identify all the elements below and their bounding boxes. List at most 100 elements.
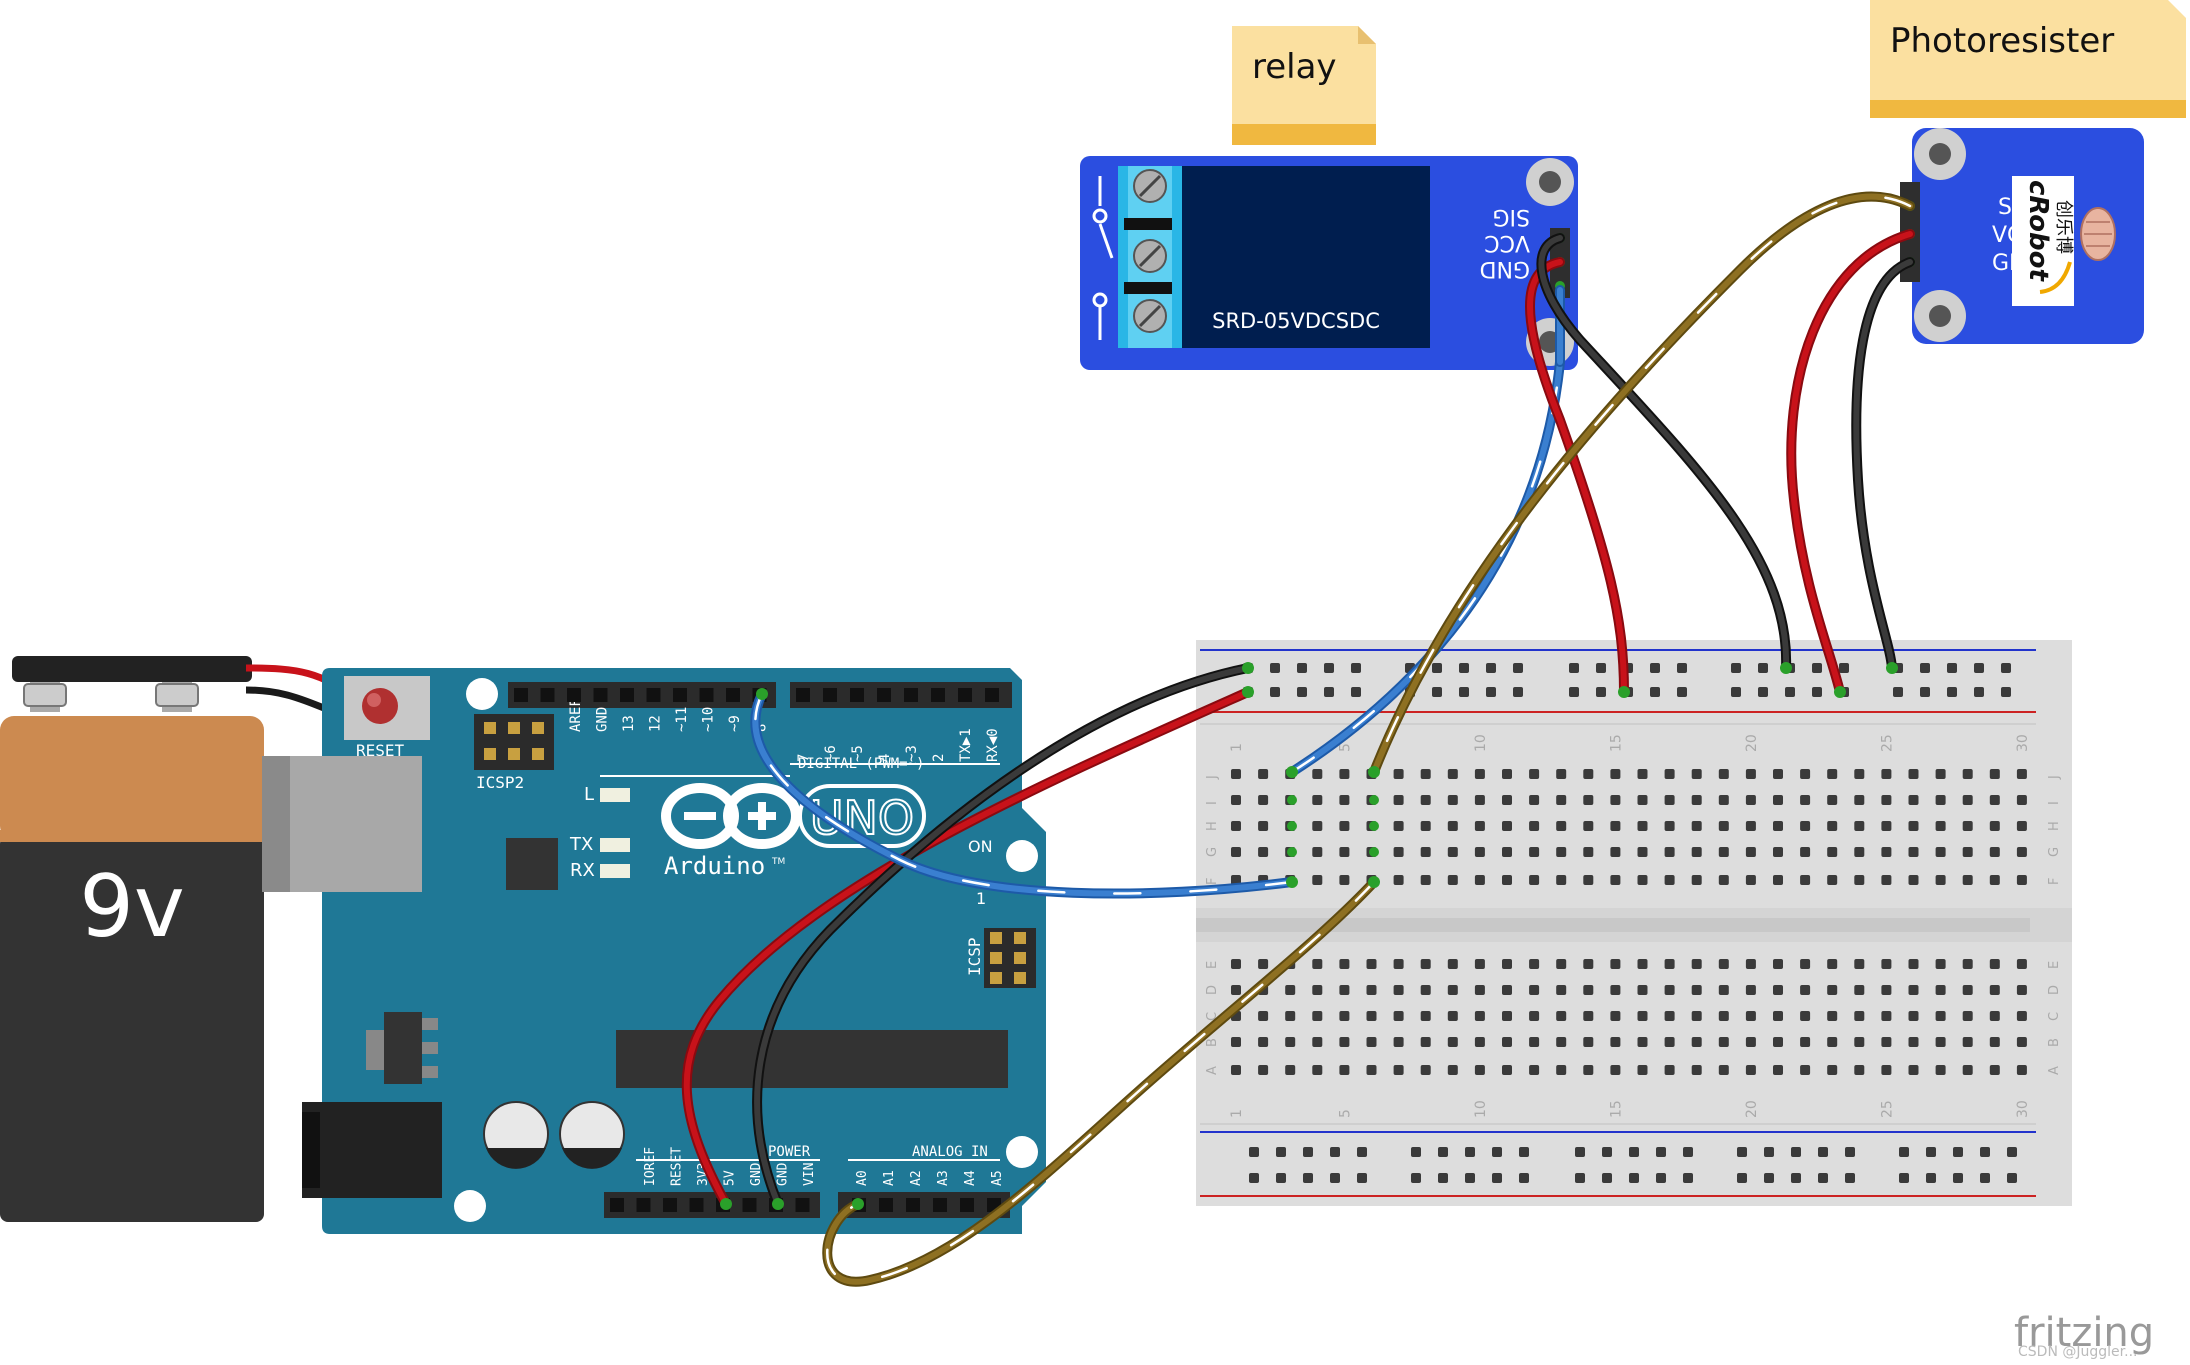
breadboard-hole[interactable] xyxy=(1420,875,1431,885)
header-pin[interactable] xyxy=(958,688,972,702)
breadboard-hole[interactable] xyxy=(1258,1037,1269,1047)
breadboard-hole[interactable] xyxy=(1664,959,1675,969)
breadboard-hole[interactable] xyxy=(1962,821,1973,831)
breadboard-hole[interactable] xyxy=(1745,1037,1756,1047)
breadboard-hole[interactable] xyxy=(1881,1037,1892,1047)
breadboard-hole[interactable] xyxy=(1285,1065,1296,1075)
breadboard-hole[interactable] xyxy=(1502,847,1512,857)
breadboard-hole[interactable] xyxy=(1854,795,1865,805)
breadboard-hole[interactable] xyxy=(1529,821,1540,831)
breadboard-hole[interactable] xyxy=(1745,959,1756,969)
breadboard-hole[interactable] xyxy=(1962,1065,1973,1075)
breadboard-hole[interactable] xyxy=(1827,1065,1838,1075)
breadboard-hole[interactable] xyxy=(1556,1037,1567,1047)
breadboard-hole[interactable] xyxy=(1989,959,2000,969)
breadboard-hole[interactable] xyxy=(1513,663,1523,673)
breadboard-hole[interactable] xyxy=(1800,1037,1811,1047)
breadboard-hole[interactable] xyxy=(1935,795,1946,805)
breadboard-hole[interactable] xyxy=(1974,687,1984,697)
breadboard-hole[interactable] xyxy=(1881,821,1892,831)
breadboard-hole[interactable] xyxy=(1664,1037,1675,1047)
breadboard-hole[interactable] xyxy=(1637,847,1648,857)
breadboard-hole[interactable] xyxy=(1324,687,1334,697)
breadboard-hole[interactable] xyxy=(1989,1065,2000,1075)
breadboard-hole[interactable] xyxy=(1935,1065,1946,1075)
breadboard-hole[interactable] xyxy=(1312,1037,1323,1047)
breadboard-hole[interactable] xyxy=(1474,847,1485,857)
breadboard-hole[interactable] xyxy=(1683,1173,1693,1183)
header-pin[interactable] xyxy=(663,1198,677,1212)
breadboard-hole[interactable] xyxy=(2016,847,2027,857)
header-pin[interactable] xyxy=(540,688,555,702)
breadboard-hole[interactable] xyxy=(1664,795,1675,805)
header-pin[interactable] xyxy=(850,688,864,702)
header-pin[interactable] xyxy=(877,688,891,702)
breadboard-hole[interactable] xyxy=(1637,821,1648,831)
breadboard-hole[interactable] xyxy=(1718,875,1729,885)
breadboard-hole[interactable] xyxy=(2016,875,2027,885)
breadboard-hole[interactable] xyxy=(1474,769,1485,779)
header-pin[interactable] xyxy=(646,688,661,702)
breadboard-hole[interactable] xyxy=(1351,687,1361,697)
breadboard-hole[interactable] xyxy=(1718,1065,1729,1075)
wire-endpoint[interactable] xyxy=(756,688,768,700)
wire-endpoint[interactable] xyxy=(1242,686,1254,698)
breadboard-hole[interactable] xyxy=(1773,1065,1783,1075)
breadboard-hole[interactable] xyxy=(1312,1065,1323,1075)
breadboard-hole[interactable] xyxy=(1962,795,1973,805)
breadboard-hole[interactable] xyxy=(1718,795,1729,805)
breadboard-hole[interactable] xyxy=(1297,687,1307,697)
breadboard-hole[interactable] xyxy=(1881,847,1892,857)
breadboard-hole[interactable] xyxy=(1393,795,1404,805)
breadboard-hole[interactable] xyxy=(1393,847,1404,857)
breadboard-hole[interactable] xyxy=(1899,1173,1909,1183)
breadboard-hole[interactable] xyxy=(1989,1011,2000,1021)
breadboard-hole[interactable] xyxy=(1827,769,1838,779)
breadboard-hole[interactable] xyxy=(1908,1037,1919,1047)
breadboard-hole[interactable] xyxy=(1474,985,1485,995)
breadboard-hole[interactable] xyxy=(1947,687,1957,697)
breadboard-hole[interactable] xyxy=(1474,1011,1485,1021)
breadboard-hole[interactable] xyxy=(2016,821,2027,831)
breadboard-hole[interactable] xyxy=(1908,847,1919,857)
header-pin[interactable] xyxy=(567,688,581,702)
breadboard-hole[interactable] xyxy=(1764,1173,1774,1183)
breadboard-hole[interactable] xyxy=(1583,769,1594,779)
breadboard-hole[interactable] xyxy=(1249,1173,1259,1183)
breadboard-hole[interactable] xyxy=(1231,1065,1241,1075)
breadboard-hole[interactable] xyxy=(1812,687,1822,697)
breadboard-hole[interactable] xyxy=(1556,1065,1567,1075)
breadboard-hole[interactable] xyxy=(1258,795,1269,805)
breadboard-hole[interactable] xyxy=(1980,1147,1990,1157)
breadboard-hole[interactable] xyxy=(1249,1147,1259,1157)
breadboard-hole[interactable] xyxy=(1908,1011,1919,1021)
header-pin[interactable] xyxy=(514,688,528,702)
wire-endpoint[interactable] xyxy=(772,1198,784,1210)
header-pin[interactable] xyxy=(673,688,687,702)
breadboard-hole[interactable] xyxy=(1583,1011,1594,1021)
header-pin[interactable] xyxy=(742,1198,757,1212)
breadboard-hole[interactable] xyxy=(1492,1147,1502,1157)
breadboard-hole[interactable] xyxy=(1276,1173,1286,1183)
breadboard-hole[interactable] xyxy=(1718,985,1729,995)
breadboard-hole[interactable] xyxy=(1854,1011,1865,1021)
breadboard-hole[interactable] xyxy=(1881,985,1892,995)
breadboard-hole[interactable] xyxy=(1656,1173,1666,1183)
breadboard-hole[interactable] xyxy=(1791,1147,1801,1157)
header-pin[interactable] xyxy=(933,1198,947,1212)
breadboard-hole[interactable] xyxy=(1339,985,1350,995)
breadboard-hole[interactable] xyxy=(1312,769,1323,779)
breadboard-hole[interactable] xyxy=(1312,985,1323,995)
breadboard-hole[interactable] xyxy=(1420,1065,1431,1075)
breadboard-hole[interactable] xyxy=(1339,1037,1350,1047)
breadboard-hole[interactable] xyxy=(1691,959,1702,969)
breadboard-hole[interactable] xyxy=(1854,1065,1865,1075)
breadboard-hole[interactable] xyxy=(1492,1173,1502,1183)
breadboard-hole[interactable] xyxy=(1881,1011,1892,1021)
breadboard-hole[interactable] xyxy=(1962,875,1973,885)
breadboard-hole[interactable] xyxy=(1800,821,1811,831)
breadboard-hole[interactable] xyxy=(1773,847,1783,857)
breadboard-hole[interactable] xyxy=(1881,875,1892,885)
breadboard-hole[interactable] xyxy=(1899,1147,1909,1157)
breadboard-hole[interactable] xyxy=(1502,795,1512,805)
